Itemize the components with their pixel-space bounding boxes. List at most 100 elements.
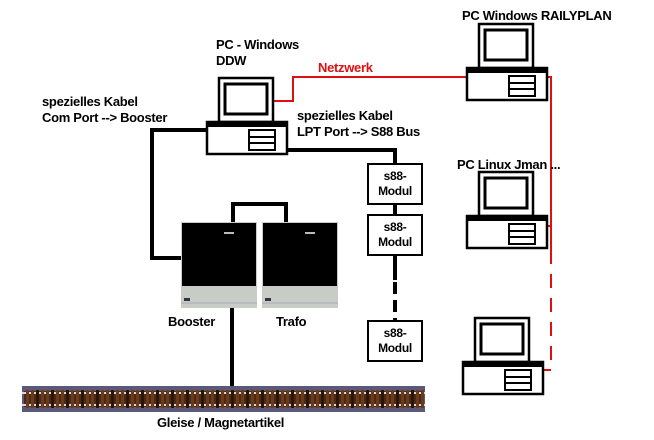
track-tie (176, 390, 179, 408)
pc-main-label-line1: PC - Windows (216, 37, 299, 52)
track-tie (206, 390, 209, 408)
track-tie (66, 390, 69, 408)
s88-module-line1: s88- (383, 169, 407, 183)
track-tie (251, 390, 254, 408)
s88-module-line1: s88- (383, 326, 407, 340)
track-tie (231, 390, 234, 408)
com-cable-label-line2: Com Port --> Booster (42, 110, 168, 125)
lpt-cable-label: spezielles Kabel LPT Port --> S88 Bus (297, 108, 420, 140)
track-tie (346, 390, 349, 408)
track-tie (71, 390, 74, 408)
track-tie (106, 390, 109, 408)
network-line-main (262, 76, 552, 250)
track-tie (286, 390, 289, 408)
track-tie (156, 390, 159, 408)
network-label: Netzwerk (318, 60, 373, 75)
track-tie (181, 390, 184, 408)
track-tie (131, 390, 134, 408)
track-tie (391, 390, 394, 408)
track-tie (321, 390, 324, 408)
trafo-label: Trafo (276, 314, 307, 329)
track-tie (291, 390, 294, 408)
track-tie (331, 390, 334, 408)
track-tie (416, 390, 419, 408)
track-tie (351, 390, 354, 408)
booster-device[interactable] (181, 222, 257, 308)
track-strip (22, 386, 425, 412)
track-tie (216, 390, 219, 408)
track-tie (61, 390, 64, 408)
track-tie (56, 390, 59, 408)
track-tie (161, 390, 164, 408)
track-tie (371, 390, 374, 408)
com-cable-label: spezielles Kabel Com Port --> Booster (42, 94, 167, 126)
track-tie (126, 390, 129, 408)
track-tie (361, 390, 364, 408)
track-tie (91, 390, 94, 408)
lpt-cable-label-line2: LPT Port --> S88 Bus (297, 124, 420, 139)
s88-module-line2: Modul (378, 184, 412, 198)
track-tie (101, 390, 104, 408)
lpt-cable (282, 148, 397, 163)
track-tie (211, 390, 214, 408)
pc-main-label: PC - Windows DDW (216, 37, 299, 69)
track-tie (316, 390, 319, 408)
track-tie (406, 390, 409, 408)
s88-module-line2: Modul (378, 235, 412, 249)
track-tie (116, 390, 119, 408)
s88-module[interactable]: s88- Modul (367, 320, 423, 362)
track-tie (306, 390, 309, 408)
track-tie (171, 390, 174, 408)
track-tie (341, 390, 344, 408)
track-tie (386, 390, 389, 408)
track-tie (141, 390, 144, 408)
track-tie (41, 390, 44, 408)
track-tie (96, 390, 99, 408)
com-cable-label-line1: spezielles Kabel (42, 94, 138, 109)
track-tie (151, 390, 154, 408)
track-tie (121, 390, 124, 408)
track-tie (146, 390, 149, 408)
s88-module-line1: s88- (383, 220, 407, 234)
track-tie (136, 390, 139, 408)
track-tie (366, 390, 369, 408)
pc-linux-label: PC Linux Jman ... (457, 157, 561, 172)
track-tie (411, 390, 414, 408)
track-tie (201, 390, 204, 408)
track-tie (326, 390, 329, 408)
trafo-device[interactable] (262, 222, 338, 308)
track-tie (356, 390, 359, 408)
track-tie (226, 390, 229, 408)
tracks-label: Gleise / Magnetartikel (157, 415, 285, 430)
track-tie (246, 390, 249, 408)
track-tie (76, 390, 79, 408)
track-tie (281, 390, 284, 408)
track-tie (296, 390, 299, 408)
track-tie (221, 390, 224, 408)
track-tie (271, 390, 274, 408)
s88-module[interactable]: s88- Modul (367, 214, 423, 256)
track-tie (86, 390, 89, 408)
track-tie (336, 390, 339, 408)
track-tie (301, 390, 304, 408)
track-tie (196, 390, 199, 408)
booster-label: Booster (168, 314, 216, 329)
track-tie (166, 390, 169, 408)
track-tie (81, 390, 84, 408)
track-tie (376, 390, 379, 408)
s88-module[interactable]: s88- Modul (367, 163, 423, 205)
pc-main-label-line2: DDW (216, 53, 247, 68)
track-tie (311, 390, 314, 408)
lpt-cable-label-line1: spezielles Kabel (297, 108, 393, 123)
track-tie (191, 390, 194, 408)
track-tie (381, 390, 384, 408)
track-tie (186, 390, 189, 408)
track-tie (276, 390, 279, 408)
track-tie (111, 390, 114, 408)
track-tie (396, 390, 399, 408)
track-tie (266, 390, 269, 408)
track-tie (261, 390, 264, 408)
track-tie (36, 390, 39, 408)
track-tie (421, 390, 424, 408)
